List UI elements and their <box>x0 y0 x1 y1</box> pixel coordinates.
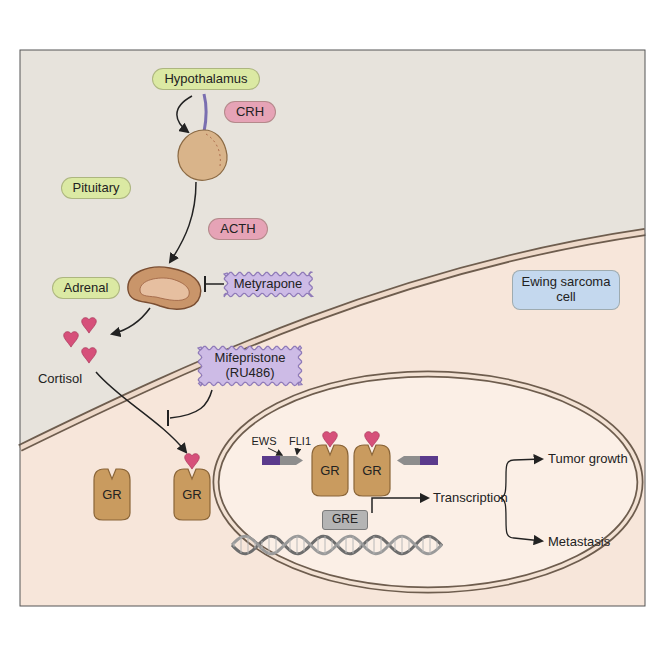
region-label: Pituitary <box>61 177 132 200</box>
base-pair <box>248 537 249 554</box>
receptor: GR <box>171 466 213 522</box>
cortisol-molecule <box>82 318 97 333</box>
adrenal-cortex <box>140 278 189 300</box>
base-pair <box>388 544 389 546</box>
base-pair <box>367 541 368 550</box>
base-pair <box>262 541 263 549</box>
crh-arrow <box>177 96 192 132</box>
inhibition-bar <box>167 410 169 426</box>
base-pair <box>430 536 431 554</box>
binding-arrow <box>96 372 186 452</box>
protein-label: FLI1 <box>289 435 311 447</box>
base-pair <box>283 544 284 547</box>
inhibition-bar <box>204 276 206 292</box>
base-pair <box>381 538 382 553</box>
cell-cytoplasm <box>20 232 645 606</box>
node-text: Ewing sarcoma cell <box>521 275 611 305</box>
process-label: Transcription <box>433 491 508 505</box>
nucleus <box>216 374 640 590</box>
node-text: Adrenal <box>64 281 109 296</box>
pituitary-gland <box>178 130 227 180</box>
base-pair <box>409 539 410 551</box>
drug-label: Mifepristone (RU486) <box>198 346 302 386</box>
node-text: ACTH <box>220 222 255 237</box>
ews-domain <box>420 456 438 465</box>
acth-arrow <box>170 182 196 262</box>
adrenal-gland <box>128 267 201 309</box>
node-text: GR <box>171 488 213 503</box>
node-text: GR <box>309 464 351 479</box>
secretion-arrow <box>112 308 150 334</box>
outcome-arrow <box>514 538 542 541</box>
cortisol-molecule <box>82 348 97 363</box>
cell-label: Ewing sarcoma cell <box>512 270 620 310</box>
node-text: Mifepristone (RU486) <box>208 351 292 381</box>
extracellular-ground <box>20 50 645 606</box>
dna-strand <box>232 536 442 553</box>
base-pair <box>269 536 270 553</box>
base-pair <box>339 543 340 548</box>
fli1-pointer <box>297 448 298 454</box>
base-pair <box>318 538 319 552</box>
cortisol-molecule <box>64 332 79 347</box>
hormone-label: ACTH <box>208 218 267 241</box>
dna-strand <box>232 536 442 553</box>
base-pair <box>297 536 298 554</box>
base-pair <box>311 544 312 546</box>
base-pair <box>395 539 396 551</box>
receptor: GR <box>91 466 133 522</box>
node-text: GRE <box>332 513 358 527</box>
region-label: Adrenal <box>52 277 121 300</box>
response-element: GRE <box>322 510 368 530</box>
inhibition-line <box>170 390 212 418</box>
base-pair <box>241 537 242 553</box>
outcome-label: Tumor growth <box>548 452 628 466</box>
base-pair <box>353 537 354 554</box>
base-pair <box>276 537 277 552</box>
ews-pointer <box>268 448 282 455</box>
dna-helix <box>232 536 442 554</box>
hormone-label: CRH <box>224 101 276 124</box>
base-pair <box>290 539 291 550</box>
region-label: Hypothalamus <box>152 68 259 91</box>
node-text: Hypothalamus <box>164 72 247 87</box>
base-pair <box>234 543 235 547</box>
molecule-label: Cortisol <box>38 372 82 386</box>
frame <box>20 50 645 606</box>
node-text: CRH <box>236 105 264 120</box>
node-text: Metyrapone <box>234 277 303 292</box>
base-pair <box>402 536 403 554</box>
outcome-arrow <box>514 459 542 460</box>
node-text: GR <box>91 488 133 503</box>
transcription-arrow <box>372 498 428 513</box>
cortisol-molecule <box>185 454 200 469</box>
base-pair <box>346 537 347 553</box>
base-pair <box>325 536 326 554</box>
base-pair <box>437 540 438 549</box>
pituitary-texture <box>206 134 220 166</box>
outcome-label: Metastasis <box>548 535 610 549</box>
drug-label: Metyrapone <box>224 272 313 297</box>
base-pair <box>304 539 305 552</box>
receptor: GR <box>351 442 393 498</box>
fli1-domain <box>280 456 303 465</box>
pituitary-stalk <box>204 94 206 132</box>
base-pair <box>255 542 256 549</box>
node-text: GR <box>351 464 393 479</box>
base-pair <box>360 542 361 548</box>
protein-label: EWS <box>251 435 276 447</box>
base-pair <box>416 544 417 546</box>
base-pair <box>374 536 375 553</box>
receptor: GR <box>309 442 351 498</box>
base-pair <box>332 540 333 550</box>
inhibition-line <box>206 283 224 285</box>
fli1-domain <box>397 456 420 465</box>
base-pair <box>423 538 424 552</box>
nucleus-inner <box>216 374 640 590</box>
node-text: Pituitary <box>73 181 120 196</box>
ews-domain <box>262 456 280 465</box>
